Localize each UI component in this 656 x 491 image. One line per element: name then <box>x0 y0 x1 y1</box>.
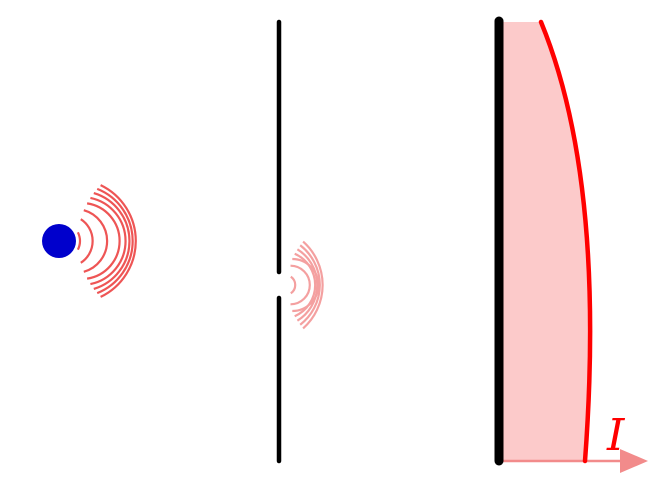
source-wave-arc <box>83 209 109 273</box>
point-source <box>42 224 76 258</box>
slit-wave-arc <box>302 240 324 330</box>
source-wave-arc <box>100 184 137 298</box>
source-wave-arc <box>93 192 131 290</box>
intensity-fill <box>499 22 591 461</box>
intensity-curve <box>538 19 593 464</box>
source-wave-arc <box>80 218 94 264</box>
source-wave-arc <box>96 187 134 295</box>
source-wave-arc <box>76 231 81 251</box>
intensity-axis-arrowhead <box>620 449 648 473</box>
slit-wavefronts <box>290 240 324 330</box>
slit-wave-arc <box>296 248 319 322</box>
slit-wave-arc <box>299 244 321 326</box>
source-wave-arc <box>86 202 121 280</box>
slit-wave-arc <box>290 264 311 306</box>
source-wave-arc <box>90 196 127 286</box>
intensity-axis-label: I <box>606 410 626 461</box>
slit-wave-arc <box>290 275 297 295</box>
intensity-axis <box>499 449 648 473</box>
slit-wave-arc <box>294 252 317 318</box>
source-wavefronts <box>76 184 137 298</box>
